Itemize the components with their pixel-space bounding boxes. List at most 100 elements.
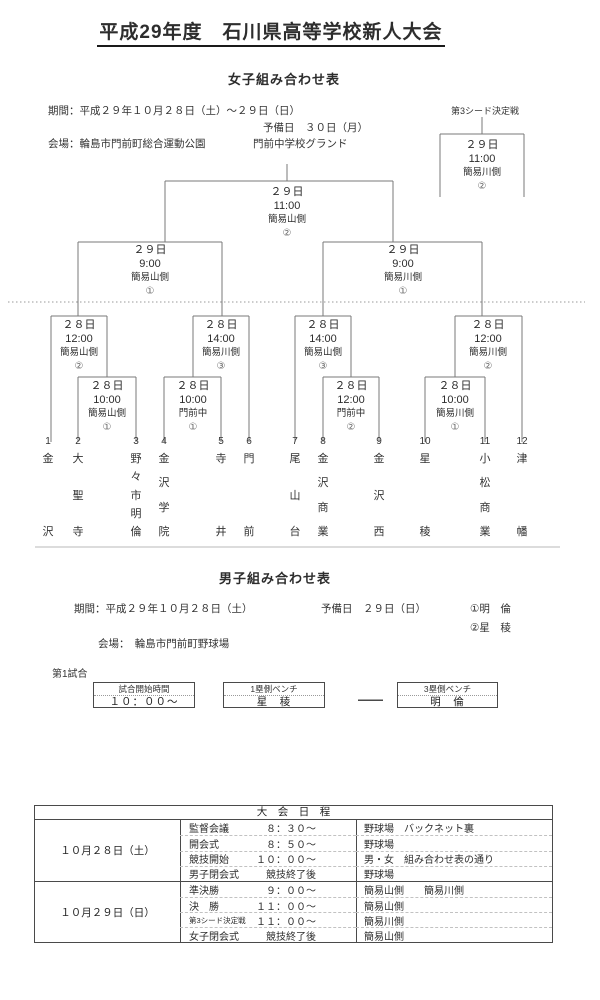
schedule-time: １０：００～ (256, 855, 316, 867)
women-venue-2: 門前中学校グランド (253, 138, 348, 150)
schedule-row: 監督会議 ８：３０～ 野球場 バックネット裏 (35, 820, 552, 835)
match-date: ２８日 (62, 319, 96, 331)
schedule-time: １１：００～ (256, 901, 316, 913)
men-period: 期間：平成２９年１０月２８日（土） (74, 603, 253, 615)
team-name: 野々市明倫 (130, 453, 142, 538)
match-date: ２８日 (306, 319, 340, 331)
match-venue: 門前中 (178, 408, 208, 419)
schedule-event: 決 勝 (189, 901, 219, 913)
schedule-time: 競技終了後 (266, 931, 316, 943)
match-venue: 簡易山側 (303, 347, 342, 358)
match-venue: 門前中 (336, 408, 366, 419)
game-box-header: 1塁側ベンチ (224, 683, 324, 696)
match-venue: 簡易川側 (462, 167, 501, 178)
match-time: 9:00 (139, 258, 161, 270)
match-time: 14:00 (309, 333, 337, 345)
schedule-row: 女子閉会式 競技終了後 簡易山側 (35, 927, 552, 943)
schedule-event-cell: 女子閉会式 競技終了後 (180, 927, 356, 943)
schedule-time: ９：００～ (266, 886, 316, 897)
match-venue: 簡易山側 (87, 408, 126, 419)
schedule-date: １０月２９日（日） (60, 906, 155, 919)
team-number: 8 (320, 436, 326, 447)
schedule-row: 決 勝 １１：００～ 簡易山側 (35, 897, 552, 913)
schedule-date: １０月２８日（土） (60, 845, 155, 857)
schedule-place: 簡易山側 (356, 897, 552, 913)
schedule-event: 女子閉会式 (189, 931, 239, 943)
match-venue: 簡易川側 (383, 272, 422, 283)
match-order: ② (477, 181, 487, 192)
match-date: ２８日 (90, 380, 124, 392)
team-name: 金沢 (42, 453, 54, 538)
match-date: ２８日 (438, 380, 472, 392)
team-name: 小松商業 (479, 453, 491, 538)
team-name: 金沢西 (373, 453, 385, 538)
team-number: 11 (479, 436, 491, 447)
team-name: 大聖寺 (72, 453, 84, 538)
schedule-place: 簡易川側 (356, 912, 552, 928)
team-number: 3 (133, 436, 139, 447)
third-seed-match-title: 第3シード決定戦 (450, 106, 519, 116)
schedule-event: 監督会議 (189, 824, 229, 836)
match-time: 11:00 (273, 200, 301, 212)
team-number: 10 (419, 436, 431, 447)
match-order: ① (398, 286, 408, 297)
men-seed-1: ①明 倫 (470, 603, 511, 615)
page-title-text: 平成29年度 石川県高等学校新人大会 (97, 22, 445, 47)
schedule-event: 競技開始 (189, 855, 229, 867)
match-time: 14:00 (207, 333, 235, 345)
team-number: 2 (75, 436, 81, 447)
match-venue: 簡易川側 (468, 347, 507, 358)
schedule-time: ８：３０～ (266, 824, 316, 836)
match-time: 9:00 (392, 258, 414, 270)
match-time: 11:00 (468, 153, 496, 165)
match-date: ２８日 (334, 380, 368, 392)
match-order: ② (483, 361, 493, 372)
game-box-value: １０：００～ (109, 696, 179, 708)
match-order: ② (346, 422, 356, 433)
team-name: 尾山台 (289, 453, 301, 538)
schedule-time: 競技終了後 (266, 870, 316, 882)
match-time: 12:00 (474, 333, 502, 345)
schedule-place: 野球場 バックネット裏 (364, 824, 474, 836)
match-venue: 簡易川側 (435, 408, 474, 419)
match-date: ２８日 (176, 380, 210, 392)
game-box-value: 星 稜 (256, 696, 292, 708)
match-date: ２９日 (270, 186, 304, 198)
schedule-event: 第3シード決定戦 (189, 915, 246, 925)
team-number: 12 (516, 436, 528, 447)
third-seed-match-label: ２９日 11:00 簡易川側 ② (442, 138, 522, 194)
team-number: 4 (161, 436, 167, 447)
match-venue: 簡易山側 (59, 347, 98, 358)
match-order: ③ (216, 361, 226, 372)
match-order: ① (102, 422, 112, 433)
third-base-bench-box: 3塁側ベンチ 明 倫 (397, 682, 498, 708)
women-reserve-day: 予備日 ３０日（月） (263, 122, 368, 134)
team-name: 寺井 (215, 453, 227, 538)
schedule-event-cell: 競技開始 １０：００～ (180, 850, 356, 867)
men-seed-2: ②星 稜 (470, 622, 511, 634)
schedule-place: 野球場 (356, 865, 552, 881)
women-section-title: 女子組み合わせ表 (227, 72, 340, 87)
team-number: 5 (218, 436, 224, 447)
schedule-place: 簡易山側 簡易川側 (364, 886, 464, 897)
schedule-event: 男子閉会式 (189, 870, 239, 882)
match-time: 12:00 (65, 333, 93, 345)
schedule-place: 簡易山側 (356, 927, 552, 943)
game-box-value: 明 倫 (430, 696, 465, 708)
match-time: 12:00 (337, 394, 365, 406)
team-number: 7 (292, 436, 298, 447)
match-order: ① (145, 286, 155, 297)
